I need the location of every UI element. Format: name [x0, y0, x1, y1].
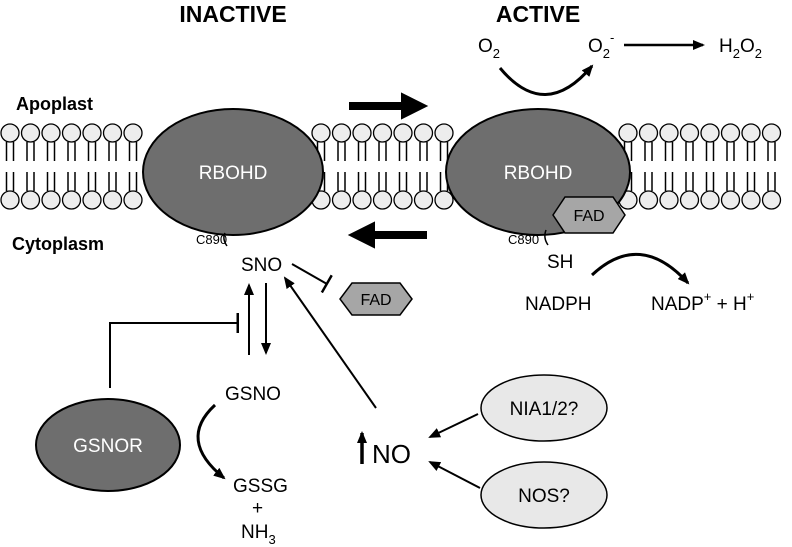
c890-active-label: C890: [508, 232, 539, 247]
fad-bound: [552, 196, 626, 234]
plus-label: +: [252, 498, 263, 519]
lipid-head: [311, 123, 331, 143]
gsnor-enzyme: [35, 398, 181, 492]
sno-fad-inhibition: [291, 263, 333, 294]
lipid-head: [0, 190, 20, 210]
lipid-head: [372, 123, 393, 143]
fad-free: [339, 282, 413, 316]
fad-free-label: FAD: [360, 292, 391, 309]
no-to-sno-arrow: [283, 276, 377, 409]
lipid-head: [102, 123, 123, 143]
lipid-head: [679, 123, 700, 143]
lipid-head: [61, 123, 82, 143]
inactivation-arrow: [347, 221, 427, 249]
lipid-head: [618, 123, 638, 143]
lipid-head: [331, 190, 352, 210]
cytoplasm-label: Cytoplasm: [12, 234, 104, 254]
sh-label: SH: [547, 252, 573, 273]
lipid-head: [679, 190, 700, 210]
inactive-header: INACTIVE: [179, 1, 286, 27]
lipid-head: [372, 190, 393, 210]
nadph-label: NADPH: [525, 294, 592, 315]
nos-to-no-arrow: [428, 461, 481, 489]
lipid-head: [434, 123, 454, 143]
rbohd-inactive-label: RBOHD: [199, 163, 268, 184]
gsno-label: GSNO: [225, 384, 281, 405]
lipid-head: [0, 123, 20, 143]
lipid-head: [82, 190, 102, 210]
lipid-head: [123, 123, 143, 143]
gssg-label: GSSG: [233, 476, 288, 497]
c890-link-active: [544, 229, 549, 246]
lipid-head: [659, 123, 679, 143]
lipid-head: [61, 190, 82, 210]
nos-enzyme: [480, 461, 608, 529]
lipid-head: [413, 190, 434, 210]
lipid-head: [41, 190, 61, 210]
lipid-head: [741, 123, 761, 143]
lipid-head: [720, 190, 741, 210]
lipid-head: [761, 190, 782, 210]
nos-label: NOS?: [518, 486, 570, 507]
lipid-head: [393, 123, 413, 143]
nia-enzyme: [480, 374, 608, 442]
lipid-head: [331, 123, 352, 143]
lipid-head: [659, 190, 679, 210]
h2o2-label: H2O2: [719, 36, 762, 61]
lipid-head: [700, 123, 720, 143]
lipid-head: [393, 190, 413, 210]
o2-reduction-arrow: [498, 64, 594, 96]
fad-bound-label: FAD: [573, 208, 604, 225]
lipid-head: [82, 123, 102, 143]
lipid-head: [741, 190, 761, 210]
c890-inactive-label: C890: [196, 232, 227, 247]
rbohd-inactive: [142, 108, 324, 236]
sno-label: SNO: [241, 255, 282, 276]
lipid-head: [700, 190, 720, 210]
gsno-breakdown-arrow: [196, 403, 226, 480]
lipid-head: [761, 123, 782, 143]
superoxide-label: O2-: [588, 30, 614, 61]
lipid-head: [20, 123, 41, 143]
activation-arrow: [349, 92, 429, 120]
lipid-head: [413, 123, 434, 143]
rbohd-active-label: RBOHD: [504, 163, 573, 184]
lipid-head: [720, 123, 741, 143]
lipid-head: [20, 190, 41, 210]
lipid-head: [638, 190, 659, 210]
o2-label: O2: [478, 36, 500, 61]
lipid-head: [352, 123, 372, 143]
active-header: ACTIVE: [496, 1, 580, 27]
lipid-head: [434, 190, 454, 210]
gsnor-label: GSNOR: [73, 436, 143, 457]
lipid-bilayer: [0, 123, 782, 210]
lipid-head: [638, 123, 659, 143]
nh3-label: NH3: [241, 522, 276, 547]
no-label: NO: [372, 439, 411, 469]
nadph-oxidation-arrow: [590, 253, 690, 285]
lipid-head: [352, 190, 372, 210]
gsnor-inhibition: [109, 313, 239, 388]
apoplast-label: Apoplast: [16, 94, 93, 114]
lipid-head: [102, 190, 123, 210]
nia-to-no-arrow: [428, 413, 479, 438]
lipid-head: [123, 190, 143, 210]
nia-label: NIA1/2?: [510, 399, 579, 420]
c890-link-inactive: [223, 232, 228, 247]
lipid-head: [41, 123, 61, 143]
nadp-label: NADP+ + H+: [651, 289, 754, 315]
